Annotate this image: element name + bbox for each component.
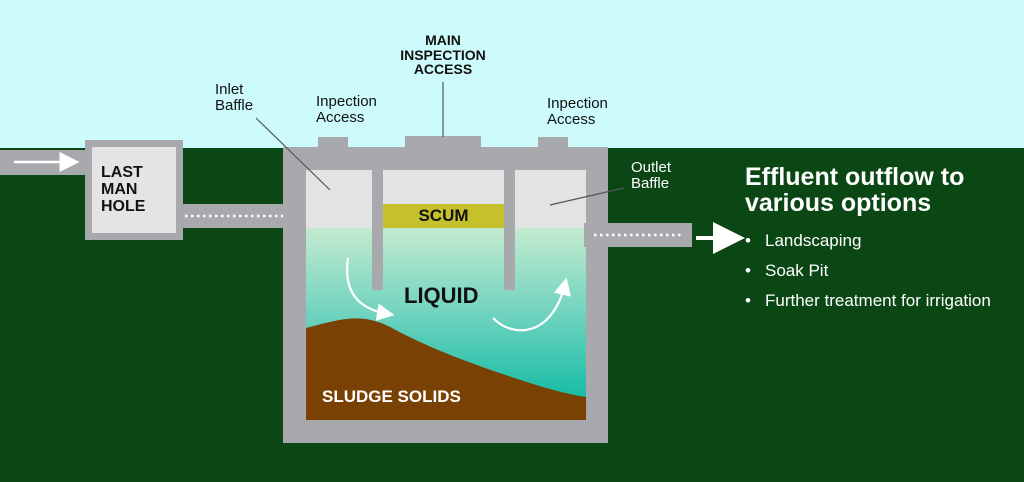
inlet-baffle-leader	[255, 117, 331, 191]
outlet-baffle-leader	[549, 187, 625, 206]
option-further-treatment: Further treatment for irrigation	[745, 290, 1005, 313]
inlet-baffle-line2: Baffle	[215, 96, 254, 114]
left-inspection-lid	[318, 137, 348, 149]
tank-sludge	[306, 318, 586, 420]
outlet-baffle-line1: Outlet	[631, 159, 672, 176]
main-inspection-line3: ACCESS	[413, 61, 473, 78]
liquid-label: LIQUID	[404, 283, 479, 308]
scum-label: SCUM	[418, 206, 469, 225]
outlet-baffle-label: Outlet Baffle	[631, 160, 671, 192]
main-inspection-lid	[405, 136, 481, 149]
last-man-hole-label: LAST MAN HOLE	[101, 164, 146, 215]
inlet-baffle-label: Inlet Baffle	[215, 82, 253, 114]
inlet-baffle	[372, 170, 383, 290]
last-man-hole-line2: MAN	[101, 180, 138, 198]
outlet-baffle-line2: Baffle	[631, 174, 670, 192]
outlet-baffle	[504, 170, 515, 290]
last-man-hole-line3: HOLE	[101, 197, 146, 215]
inspection-access-left-line2: Access	[316, 108, 365, 126]
sky	[0, 0, 1024, 148]
option-soak-pit: Soak Pit	[745, 260, 1005, 283]
flow-arrow-left	[346, 257, 395, 321]
sludge-solids-label: SLUDGE SOLIDS	[322, 387, 461, 406]
last-man-hole-inner	[92, 147, 176, 233]
right-inspection-lid	[538, 137, 568, 149]
effluent-title-line1: Effluent outflow to	[745, 163, 965, 191]
option-landscaping: Landscaping	[745, 230, 1005, 253]
effluent-title-line2: various options	[745, 189, 932, 218]
inspection-access-left-line1: Inpection	[316, 93, 377, 110]
inspection-access-right-line2: Access	[547, 110, 596, 128]
inspection-access-right-label: Inpection Access	[547, 96, 608, 128]
last-man-hole-line1: LAST	[101, 164, 143, 181]
effluent-outflow-title: Effluent outflow to various options	[745, 164, 964, 217]
effluent-options-list: Landscaping Soak Pit Further treatment f…	[745, 230, 1005, 320]
inlet-baffle-line1: Inlet	[215, 81, 244, 98]
main-inspection-line1: MAIN	[425, 32, 461, 48]
inspection-access-left-label: Inpection Access	[316, 94, 377, 126]
main-inspection-label: MAIN INSPECTION ACCESS	[381, 33, 505, 77]
main-inspection-line2: INSPECTION	[400, 46, 486, 63]
scum-layer	[383, 204, 504, 228]
flow-arrow-right	[492, 277, 571, 332]
inspection-access-right-line1: Inpection	[547, 95, 608, 112]
